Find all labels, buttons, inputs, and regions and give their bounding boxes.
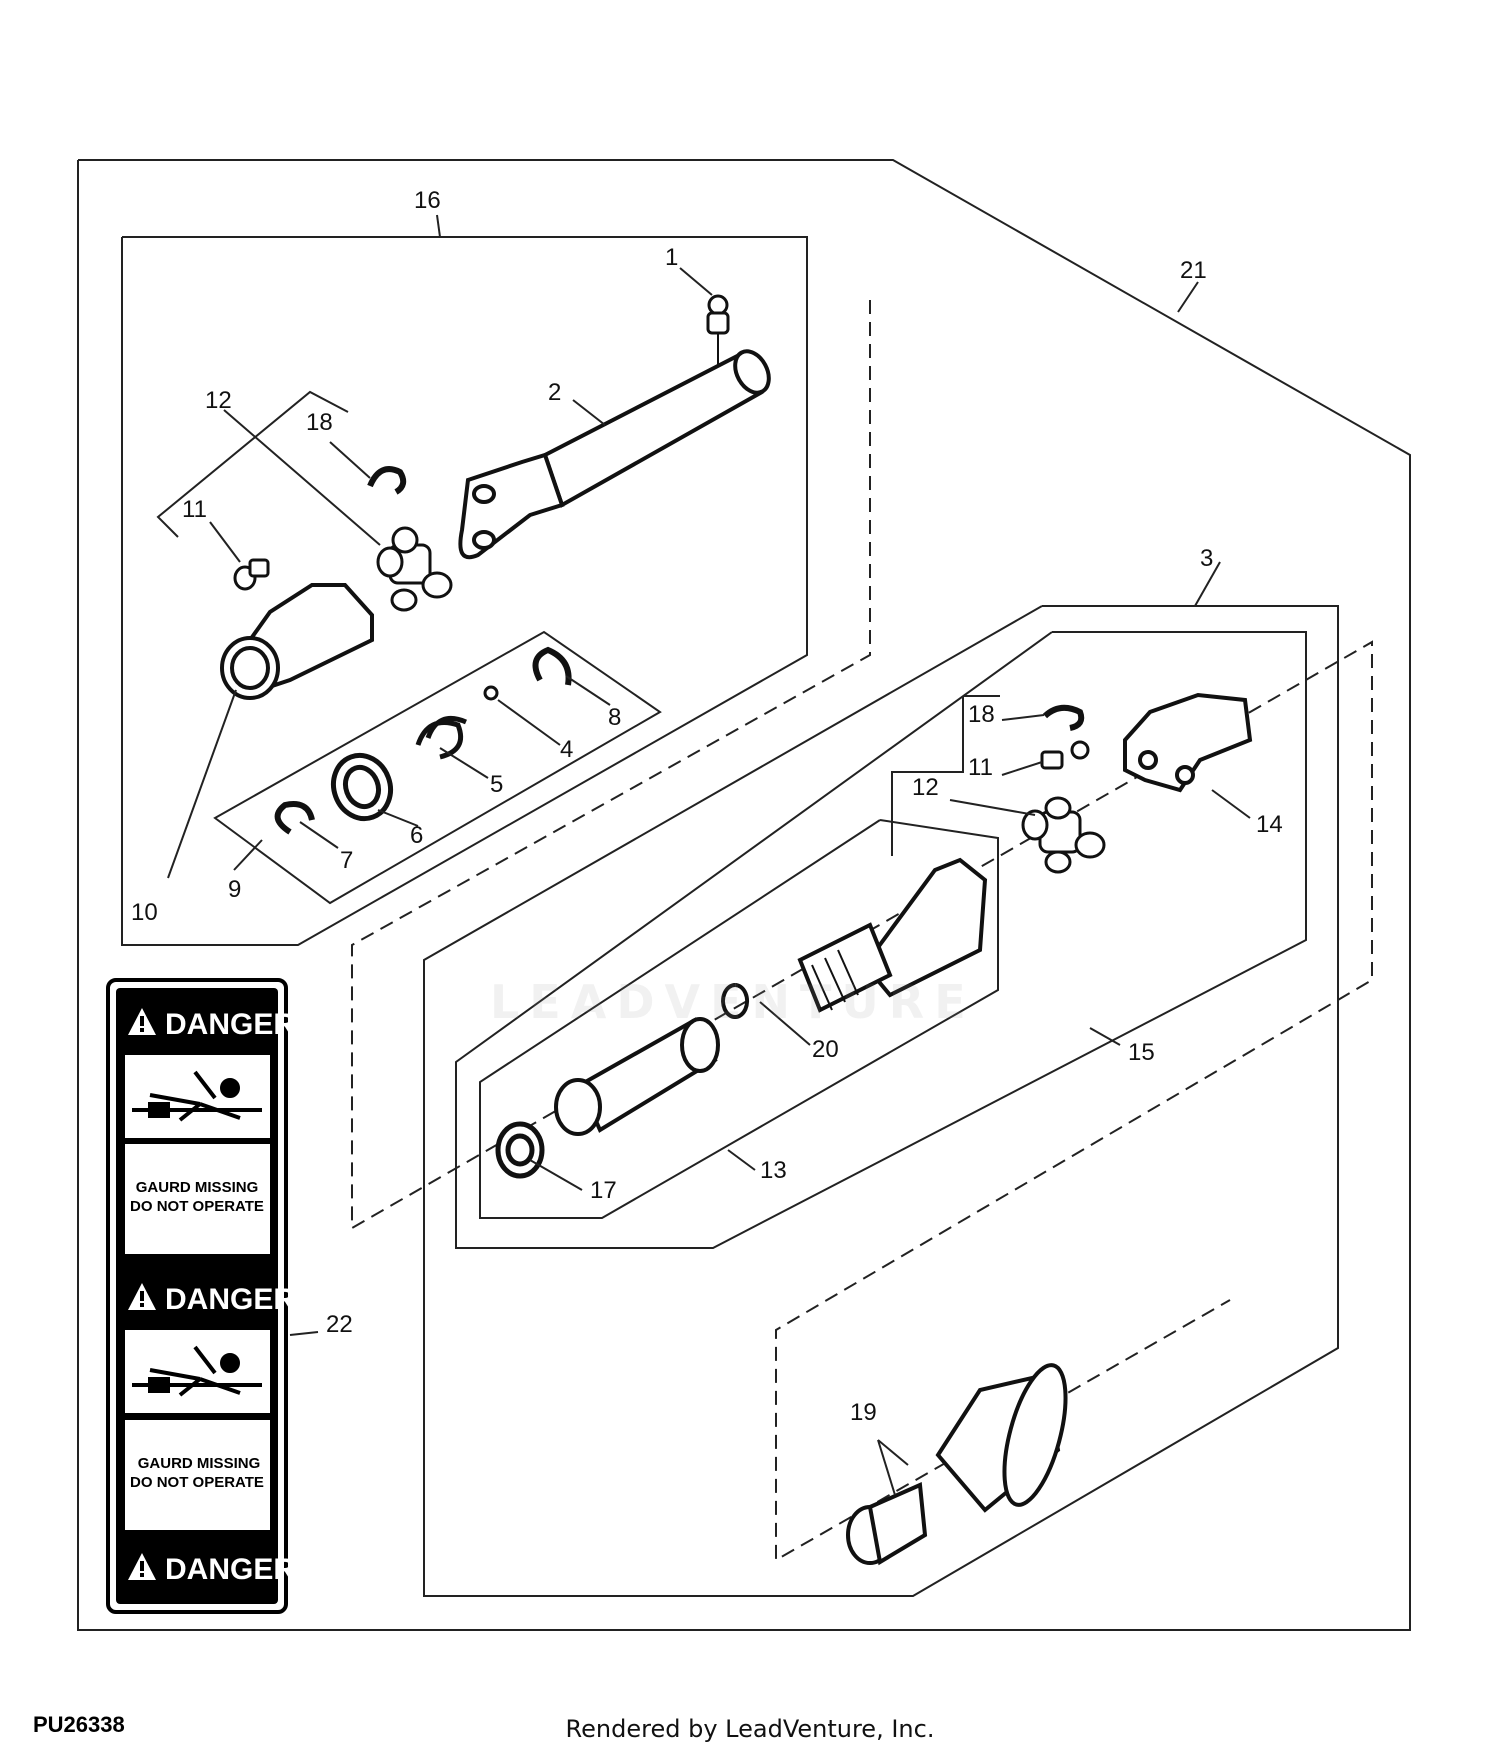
callout-1: 1 (665, 244, 678, 271)
callout-7: 7 (340, 847, 353, 874)
danger-decal-22: DANGER GAURD MISSING DO NOT OPERATE DANG… (106, 978, 295, 1614)
callout-11-lower: 11 (968, 754, 993, 781)
callout-16: 16 (414, 187, 441, 214)
text-panel-2 (125, 1420, 270, 1530)
callout-4: 4 (560, 736, 573, 763)
callout-11-upper: 11 (182, 496, 207, 523)
danger-label-2: DANGER (165, 1283, 295, 1316)
bracket-upper (156, 390, 349, 538)
callout-6: 6 (410, 822, 423, 849)
warning-icon (128, 1283, 156, 1310)
splined-yoke (797, 857, 988, 1013)
snap-ring-18-upper (367, 466, 407, 495)
figure-id: PU26338 (33, 1712, 125, 1737)
decal-line1-a: GAURD MISSING (136, 1179, 259, 1196)
repair-kit-box-9 (213, 630, 662, 905)
assembly-boundary-3 (423, 605, 1339, 1597)
bearing-cone-19 (846, 1363, 1068, 1566)
collar-6 (331, 752, 393, 822)
callout-12-upper: 12 (205, 387, 232, 414)
entanglement-pictogram-icon (132, 1070, 262, 1122)
callout-3: 3 (1200, 545, 1213, 572)
callout-18-upper: 18 (306, 409, 333, 436)
callout-12-lower: 12 (912, 774, 939, 801)
watermark: LEADVENTURE (490, 975, 976, 1029)
warning-icon (128, 1008, 156, 1035)
callout-21: 21 (1180, 257, 1207, 284)
assembly-boundary-21 (77, 159, 1411, 1631)
guard-outline-15 (351, 300, 1373, 1562)
callout-19: 19 (850, 1399, 877, 1426)
render-credit: Rendered by LeadVenture, Inc. (565, 1715, 935, 1743)
callout-15: 15 (1128, 1039, 1155, 1066)
bushing-17 (495, 1121, 545, 1179)
spring-5 (415, 716, 467, 760)
shaft-2 (458, 349, 771, 560)
callout-22: 22 (326, 1311, 353, 1338)
entanglement-pictogram-icon (132, 1345, 262, 1397)
snap-ring-18-lower (1042, 704, 1085, 731)
pictogram-panel-2 (125, 1330, 270, 1413)
tube-13 (554, 1017, 720, 1136)
text-panel-1 (125, 1144, 270, 1254)
decal-line2-a: DO NOT OPERATE (130, 1198, 264, 1215)
snap-ring-8 (532, 646, 572, 686)
snap-ring-7 (274, 801, 315, 835)
callout-14: 14 (1256, 811, 1283, 838)
cross-journal-12-upper (376, 526, 453, 612)
parts-box-lower (891, 696, 964, 856)
decal-line2-b: DO NOT OPERATE (130, 1474, 264, 1491)
leader-lines (167, 214, 1251, 1496)
yoke-14 (1123, 692, 1253, 793)
danger-label-1: DANGER (165, 1008, 295, 1041)
danger-label-3: DANGER (165, 1553, 295, 1586)
pictogram-panel-1 (125, 1055, 270, 1138)
callout-5: 5 (490, 771, 503, 798)
cross-journal-12-lower (1021, 796, 1106, 874)
callout-10: 10 (131, 899, 158, 926)
grease-fitting-11-upper (233, 558, 270, 591)
callout-2: 2 (548, 379, 561, 406)
warning-icon (128, 1553, 156, 1580)
assembly-boundary-13 (479, 819, 999, 1219)
callout-17: 17 (590, 1177, 617, 1204)
callout-8: 8 (608, 704, 621, 731)
yoke-10 (220, 583, 374, 700)
inner-boundary (455, 631, 1307, 1249)
grease-fitting-11-lower (1040, 740, 1090, 770)
callout-20: 20 (812, 1036, 839, 1063)
ball-4 (483, 685, 499, 701)
o-ring-20 (721, 983, 750, 1019)
decal-line1-b: GAURD MISSING (138, 1455, 261, 1472)
callout-18-lower: 18 (968, 701, 995, 728)
assembly-boundary-16 (121, 236, 808, 946)
grease-fitting-1 (706, 294, 730, 368)
callout-13: 13 (760, 1157, 787, 1184)
callout-9: 9 (228, 876, 241, 903)
